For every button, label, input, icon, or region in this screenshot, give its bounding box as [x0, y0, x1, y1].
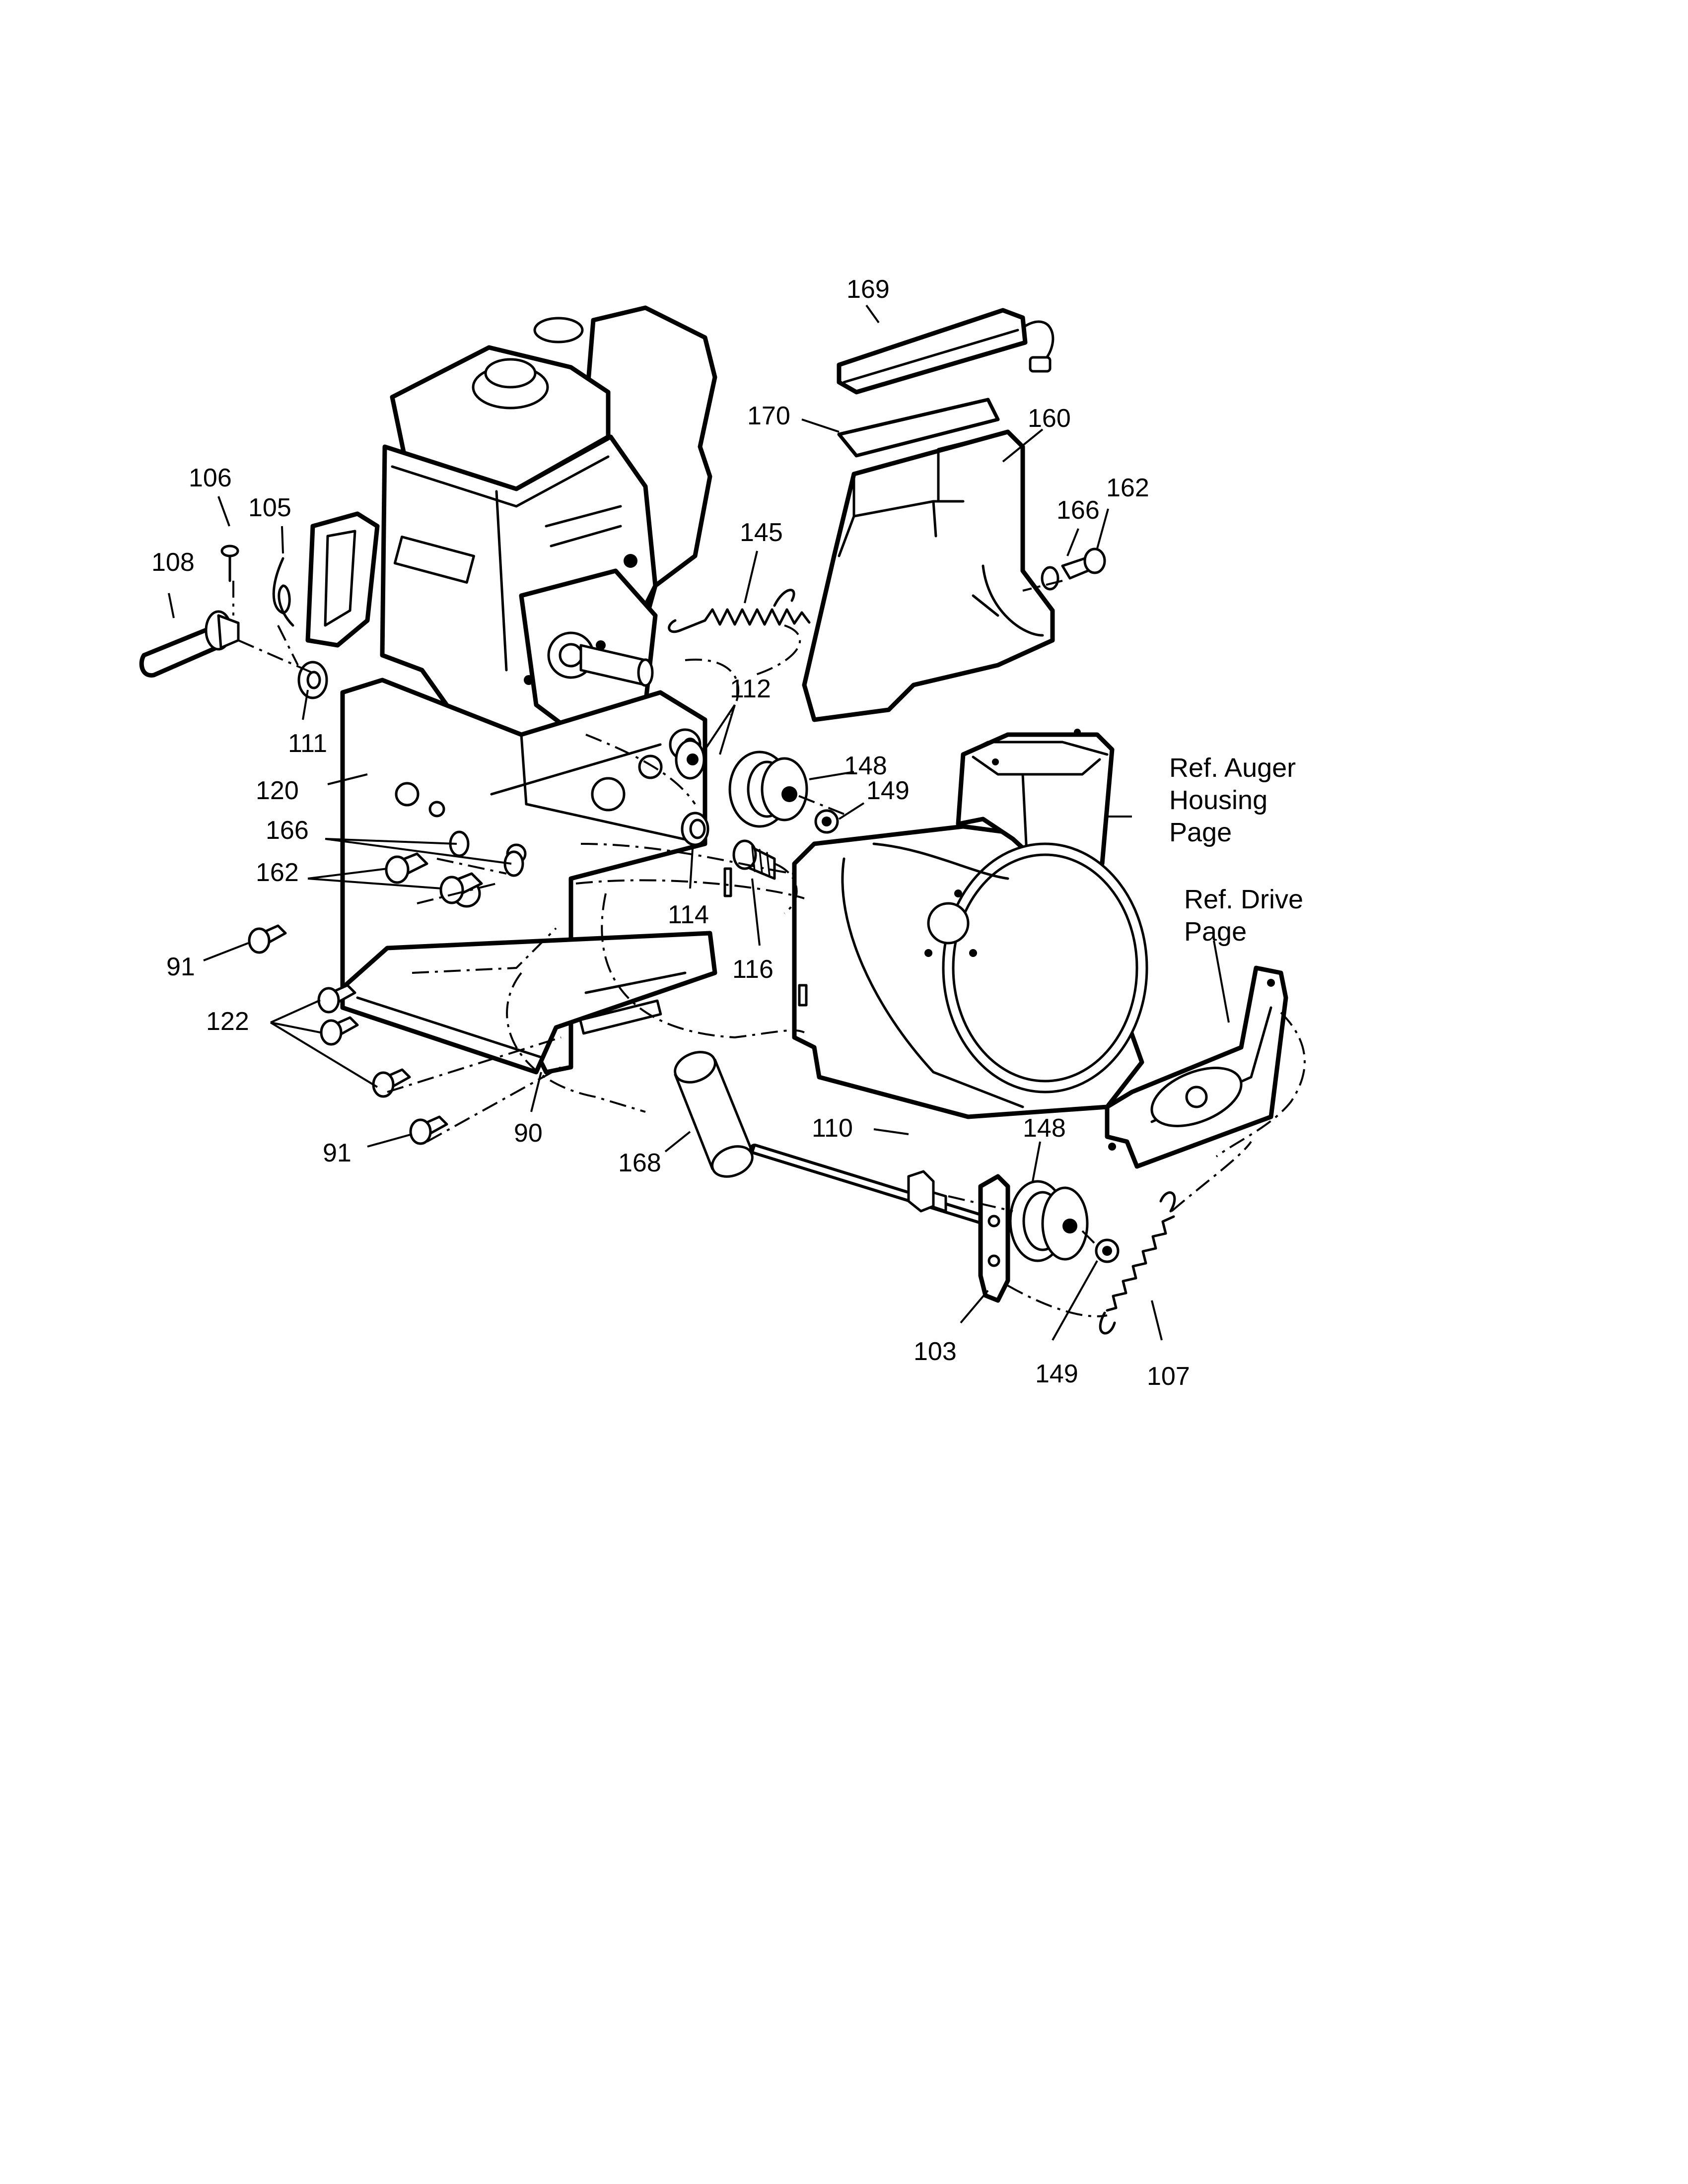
washers-166	[449, 830, 524, 877]
hairpin-105	[272, 557, 294, 627]
clevis-pin-106	[220, 545, 239, 582]
ref-auger-line-1: Ref. Auger	[1169, 753, 1296, 783]
bolts-122	[317, 984, 359, 1046]
callout-111: 111	[288, 729, 327, 758]
bolts-91	[248, 924, 448, 1145]
callout-166: 166	[1056, 496, 1100, 525]
arm-108	[139, 610, 240, 678]
ref-drive-line-1: Ref. Drive	[1184, 885, 1303, 914]
ref-drive-line-2: Page	[1184, 917, 1247, 947]
callout-122: 122	[206, 1007, 249, 1036]
base-plate-90	[340, 931, 717, 1075]
bushing-114	[681, 812, 709, 846]
callout-103: 103	[914, 1337, 957, 1366]
callout-170: 170	[747, 402, 790, 430]
assembly-lines	[232, 580, 1306, 1317]
callout-116: 116	[732, 955, 774, 984]
bushing-112	[675, 739, 705, 780]
callout-160: 160	[1028, 404, 1071, 433]
callout-107: 107	[1147, 1362, 1190, 1391]
pulley-148-upper	[728, 751, 808, 828]
fan-housing	[792, 729, 1148, 1119]
chute-160	[802, 429, 1055, 722]
ref-auger-line-2: Housing	[1169, 785, 1267, 815]
callout-91: 91	[323, 1139, 352, 1167]
callout-145: 145	[740, 518, 783, 547]
bolts-162	[385, 852, 483, 904]
callout-114: 114	[668, 900, 709, 929]
callout-162: 162	[1106, 474, 1149, 502]
drive-bracket	[1105, 965, 1288, 1169]
callout-162: 162	[256, 858, 299, 887]
callout-91: 91	[166, 953, 195, 981]
callout-108: 108	[151, 548, 195, 577]
callout-149: 149	[866, 776, 910, 805]
bolt-162-right	[1061, 547, 1106, 580]
nut-149-upper	[814, 809, 839, 834]
chute-gasket-170	[837, 398, 1000, 458]
bolt-110	[907, 1170, 947, 1213]
callout-148: 148	[844, 751, 887, 780]
pulley-148-lower	[1009, 1180, 1089, 1262]
idler-bracket-103	[978, 1174, 1010, 1303]
callout-110: 110	[812, 1114, 853, 1143]
ref-auger-line-3: Page	[1169, 818, 1232, 847]
callout-149: 149	[1035, 1360, 1078, 1388]
ref-auger-housing-page: Ref. Auger Housing Page	[1169, 753, 1296, 847]
leader-lines	[168, 304, 1230, 1341]
chute-cover-169	[837, 308, 1055, 395]
washer-166-right	[1041, 566, 1059, 591]
callout-169: 169	[846, 275, 890, 304]
nut-149-lower	[1095, 1238, 1120, 1263]
callout-120: 120	[256, 776, 299, 805]
washer-111	[297, 661, 328, 699]
spring-107	[1099, 1191, 1176, 1335]
ref-drive-page: Ref. Drive Page	[1184, 885, 1303, 947]
callout-112: 112	[730, 675, 771, 703]
callout-168: 168	[618, 1149, 661, 1177]
callout-106: 106	[189, 464, 232, 492]
callout-90: 90	[514, 1119, 543, 1148]
engine	[305, 305, 717, 752]
roller-168	[674, 1051, 754, 1178]
callout-166: 166	[266, 816, 309, 845]
idler-rod	[749, 1144, 993, 1227]
callout-labels: 169 170 160 166 162 106 105 145 108 112 …	[151, 275, 1190, 1391]
callout-148: 148	[1023, 1114, 1066, 1143]
bolt-116	[732, 839, 776, 880]
callout-105: 105	[248, 493, 291, 522]
spring-145	[668, 589, 811, 633]
